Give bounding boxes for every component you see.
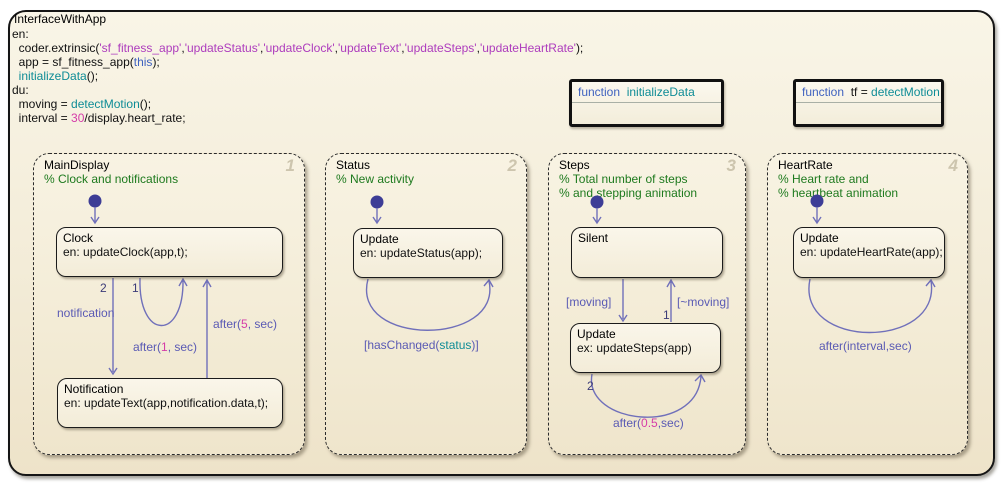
state-name: Clock [63, 231, 94, 245]
transition-label-haschanged-status[interactable]: [hasChanged(status)] [364, 338, 479, 352]
state-actions: ex: updateSteps(app) [577, 341, 692, 355]
transition-label-moving[interactable]: [moving] [566, 295, 612, 309]
state-comment: % Total number of steps% and stepping an… [559, 172, 698, 200]
state-status-update[interactable]: Update en: updateStatus(app); [353, 228, 503, 278]
state-comment: % New activity [336, 172, 415, 186]
state-name: HeartRate [778, 158, 833, 172]
execution-order-badge: 1 [285, 156, 295, 175]
graphical-function-initializeData[interactable]: function initializeData [569, 79, 724, 127]
chart-title[interactable]: InterfaceWithApp [14, 12, 107, 26]
transition-label-after-interval-sec[interactable]: after(interval,sec) [819, 339, 912, 353]
execution-order-badge: 2 [507, 156, 517, 175]
function-signature: function tf = detectMotion [796, 82, 941, 103]
state-clock[interactable]: Clock en: updateClock(app,t); [56, 227, 283, 277]
state-name: Status [336, 158, 371, 172]
chart-entry-during-code[interactable]: en: coder.extrinsic('sf_fitness_app','up… [12, 27, 584, 125]
state-actions: en: updateHeartRate(app); [800, 245, 943, 259]
state-actions: en: updateText(app,notification.data,t); [64, 396, 269, 410]
transition-label-after-05-sec[interactable]: after(0.5,sec) [613, 416, 684, 430]
transition-label-after-1-sec[interactable]: after(1, sec) [133, 340, 198, 354]
transition-order-label[interactable]: 1 [132, 281, 139, 295]
transition-order-label[interactable]: 2 [587, 379, 594, 393]
transition-order-label[interactable]: 1 [663, 308, 670, 322]
state-actions: en: updateStatus(app); [360, 246, 483, 260]
graphical-function-detectMotion[interactable]: function tf = detectMotion [793, 79, 944, 127]
state-silent[interactable]: Silent [571, 227, 723, 278]
transition-label-after-5-sec[interactable]: after(5, sec) [213, 317, 278, 331]
execution-order-badge: 4 [948, 156, 958, 175]
state-name: Silent [578, 231, 609, 245]
state-name: MainDisplay [44, 158, 110, 172]
transition-order-label[interactable]: 2 [100, 281, 107, 295]
state-name: Steps [559, 158, 590, 172]
transition-label-notification[interactable]: notification [57, 306, 115, 320]
parallel-state-status[interactable]: Status 2 % New activity [325, 153, 527, 455]
transition-label-not-moving[interactable]: [~moving] [677, 295, 730, 309]
execution-order-badge: 3 [726, 156, 736, 175]
state-name: Update [360, 232, 399, 246]
state-actions [578, 245, 716, 259]
state-comment: % Clock and notifications [44, 172, 179, 186]
state-steps-update[interactable]: Update ex: updateSteps(app) [570, 323, 721, 373]
state-name: Update [577, 327, 616, 341]
state-hr-update[interactable]: Update en: updateHeartRate(app); [793, 227, 945, 278]
state-name: Notification [64, 382, 124, 396]
function-signature: function initializeData [572, 82, 721, 103]
state-notification[interactable]: Notification en: updateText(app,notifica… [57, 378, 283, 428]
state-name: Update [800, 231, 839, 245]
state-actions: en: updateClock(app,t); [63, 245, 188, 259]
state-comment: % Heart rate and% heartbeat animation [778, 172, 899, 200]
parallel-state-heart-rate[interactable]: HeartRate 4 % Heart rate and% heartbeat … [767, 153, 968, 455]
